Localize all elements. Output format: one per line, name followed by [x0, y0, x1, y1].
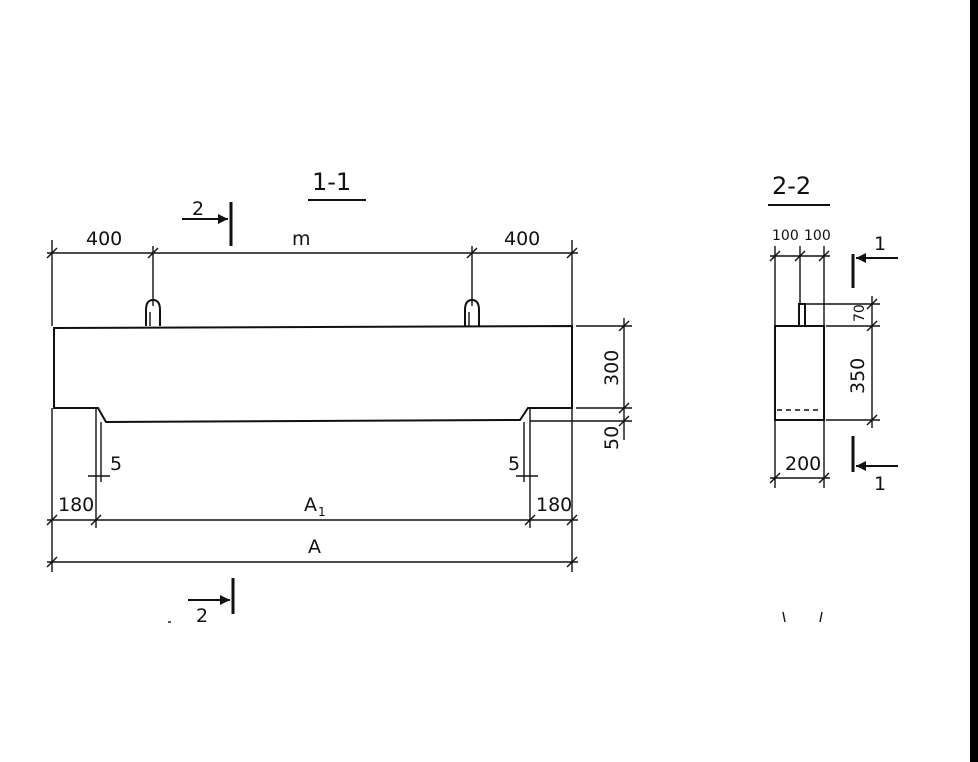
- dim-350: 350: [847, 358, 869, 394]
- tick-mark: [147, 247, 159, 259]
- cut-mark-1-bottom-label: 1: [874, 473, 886, 495]
- tick-mark: [769, 472, 781, 484]
- scan-artifact: [819, 611, 823, 623]
- lifting-loop-right: [464, 298, 480, 326]
- loop-stub: [798, 303, 806, 327]
- tick-mark: [90, 514, 102, 526]
- dim-100-right: 100: [804, 228, 831, 244]
- tick-mark: [524, 514, 536, 526]
- cut-mark-2-bottom-label: 2: [196, 605, 208, 627]
- beam-outline: [53, 324, 573, 424]
- tick-mark: [866, 320, 878, 332]
- cut-mark-1-top-label: 1: [874, 233, 886, 255]
- tick-mark: [866, 298, 878, 310]
- arrowhead-icon: [218, 214, 228, 224]
- section-1-1: 1-1 2 400 m 400: [46, 168, 632, 627]
- section-2-2: 2-2 100 100 70 350 200: [168, 172, 898, 623]
- tick-mark: [769, 250, 781, 262]
- tick-mark: [566, 247, 578, 259]
- section-1-1-title: 1-1: [312, 168, 351, 196]
- dim-100-left: 100: [772, 228, 799, 244]
- dim-70: 70: [852, 304, 868, 322]
- cut-mark-1-top: 1: [851, 233, 898, 288]
- lifting-loop-left: [145, 298, 161, 326]
- dim-400-right: 400: [504, 228, 540, 250]
- tick-mark: [566, 514, 578, 526]
- top-dimension-chain: 400 m 400: [46, 228, 578, 326]
- cut-mark-1-bottom: 1: [851, 436, 898, 495]
- right-dimension-chain: 300 50: [530, 318, 632, 450]
- dim-a1-subscript: 1: [318, 505, 326, 519]
- dim-300: 300: [601, 350, 623, 386]
- dim-180-left: 180: [58, 494, 94, 516]
- tick-mark: [618, 415, 630, 427]
- tick-mark: [466, 247, 478, 259]
- tick-mark: [46, 247, 58, 259]
- tick-mark: [618, 320, 630, 332]
- cut-mark-2-top: 2: [182, 198, 233, 246]
- scan-artifact: [782, 611, 786, 623]
- tick-mark: [818, 250, 830, 262]
- arrowhead-icon: [856, 461, 866, 471]
- dim-a: A: [308, 536, 321, 558]
- bottom-dimension-chain: 180 180 A 1 A: [46, 408, 578, 572]
- section-2-2-title: 2-2: [772, 172, 811, 200]
- dim-200: 200: [785, 453, 821, 475]
- tick-mark: [818, 472, 830, 484]
- arrowhead-icon: [220, 595, 230, 605]
- dim-180-right: 180: [536, 494, 572, 516]
- tick-mark: [46, 556, 58, 568]
- dim-5-right: 5: [508, 453, 520, 475]
- arrowhead-icon: [856, 253, 866, 263]
- cut-mark-2-top-label: 2: [192, 198, 204, 220]
- dim-m: m: [292, 228, 311, 250]
- tick-mark: [618, 402, 630, 414]
- cut-mark-2-bottom: 2: [188, 578, 235, 627]
- dim-400-left: 400: [86, 228, 122, 250]
- dim-50: 50: [601, 426, 623, 450]
- frame-edge: [970, 0, 978, 762]
- tick-mark: [794, 250, 806, 262]
- cross-section-outline: [774, 325, 825, 421]
- dim-a1: A: [304, 494, 317, 516]
- tick-mark: [46, 514, 58, 526]
- tick-mark: [566, 556, 578, 568]
- tick-mark: [866, 414, 878, 426]
- dim-5-left: 5: [110, 453, 122, 475]
